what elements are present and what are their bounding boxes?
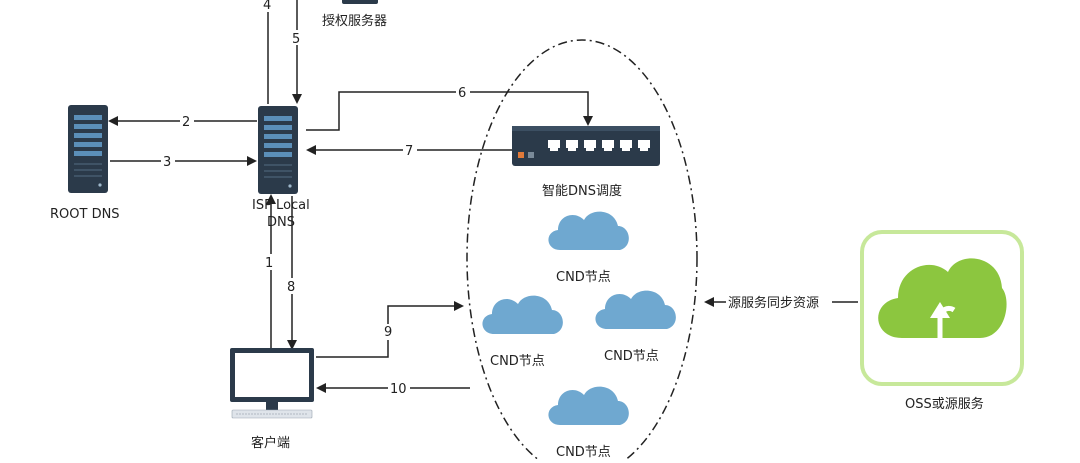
client-label: 客户端: [251, 435, 290, 451]
cdn-node-4: CND节点: [548, 386, 629, 460]
oss-node: OSS或源服务: [860, 230, 1024, 412]
cdn-node-2-label: CND节点: [490, 354, 545, 369]
cdn-node-3-label: CND节点: [604, 349, 659, 364]
edge-6: [306, 91, 593, 131]
cloud-icon: [548, 211, 629, 250]
auth-server-node: 授权服务器: [322, 0, 387, 29]
cloud-upload-icon: [878, 258, 1007, 338]
edge-label-7: 7: [405, 144, 413, 159]
cloud-icon: [482, 295, 563, 334]
smart-dns-label: 智能DNS调度: [542, 183, 622, 199]
edge-label-2: 2: [182, 115, 190, 130]
client-node: 客户端: [230, 348, 314, 451]
monitor-icon: [230, 348, 314, 419]
isp-dns-node: ISP Local DNS: [252, 106, 310, 230]
root-dns-label: ROOT DNS: [50, 207, 120, 222]
edge-label-9: 9: [384, 325, 392, 340]
oss-label: OSS或源服务: [905, 396, 984, 412]
server-icon: [342, 0, 378, 4]
edge-label-sync: 源服务同步资源: [728, 295, 819, 311]
edge-label-3: 3: [163, 155, 171, 170]
edge-label-1: 1: [265, 256, 273, 271]
cdn-node-2: CND节点: [482, 295, 563, 369]
cloud-icon: [595, 290, 676, 329]
cdn-node-1-label: CND节点: [556, 270, 611, 285]
smart-dns-node: 智能DNS调度: [512, 126, 660, 199]
edge-label-8: 8: [287, 280, 295, 295]
edge-label-6: 6: [458, 86, 466, 101]
root-dns-node: ROOT DNS: [50, 105, 120, 222]
cdn-node-3: CND节点: [595, 290, 676, 364]
cloud-icon: [548, 386, 629, 425]
edge-label-4: 4: [263, 0, 271, 13]
cdn-node-4-label: CND节点: [556, 445, 611, 459]
edge-label-10: 10: [390, 382, 407, 397]
server-icon: [258, 106, 298, 194]
edge-label-5: 5: [292, 32, 300, 47]
cdn-node-1: CND节点: [548, 211, 629, 285]
isp-dns-label-line1: ISP Local: [252, 198, 310, 213]
cdn-group-boundary: [466, 39, 698, 463]
isp-dns-label-line2: DNS: [267, 215, 295, 230]
auth-server-label: 授权服务器: [322, 13, 387, 29]
switch-icon: [512, 126, 660, 166]
server-icon: [68, 105, 108, 193]
